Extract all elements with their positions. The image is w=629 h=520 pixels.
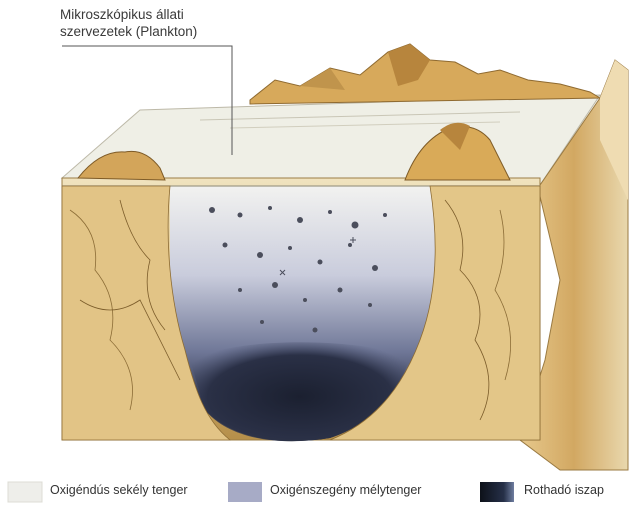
legend-swatch-mud [480, 482, 514, 502]
legend-swatch-shallow [8, 482, 42, 502]
legend-label-shallow: Oxigéndús sekély tenger [50, 483, 188, 497]
legend-item-deep: Oxigénszegény mélytenger [270, 478, 421, 502]
background-mountains [250, 44, 600, 104]
callout-line-1: Mikroszkópikus állati [60, 6, 260, 23]
legend-label-mud: Rothadó iszap [524, 483, 604, 497]
plankton-callout: Mikroszkópikus állati szervezetek (Plank… [60, 6, 260, 40]
legend-item-shallow: Oxigéndús sekély tenger [50, 478, 188, 502]
legend-item-mud: Rothadó iszap [524, 478, 604, 502]
legend-label-deep: Oxigénszegény mélytenger [270, 483, 421, 497]
callout-line-2: szervezetek (Plankton) [60, 23, 260, 40]
legend-swatch-deep [228, 482, 262, 502]
